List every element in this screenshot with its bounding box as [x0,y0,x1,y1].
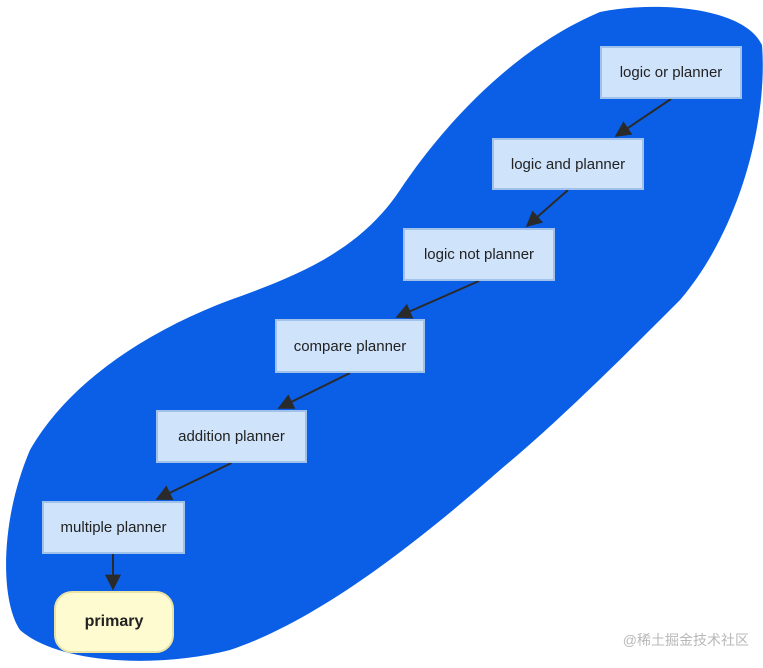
node-addition-planner: addition planner [156,410,307,463]
node-logic-not-planner: logic not planner [403,228,555,281]
edge-logic-or-to-logic-and [614,98,672,137]
edge-compare-to-addition [277,372,351,409]
node-logic-or-planner: logic or planner [600,46,742,99]
edge-addition-to-multiple [155,462,232,500]
node-multiple-planner: multiple planner [42,501,185,554]
edge-logic-not-to-compare [395,280,480,319]
edge-logic-and-to-logic-not [525,189,569,228]
node-primary: primary [54,591,174,653]
watermark: @稀土掘金技术社区 [622,632,749,648]
node-compare-planner: compare planner [275,319,425,373]
node-logic-and-planner: logic and planner [492,138,644,190]
